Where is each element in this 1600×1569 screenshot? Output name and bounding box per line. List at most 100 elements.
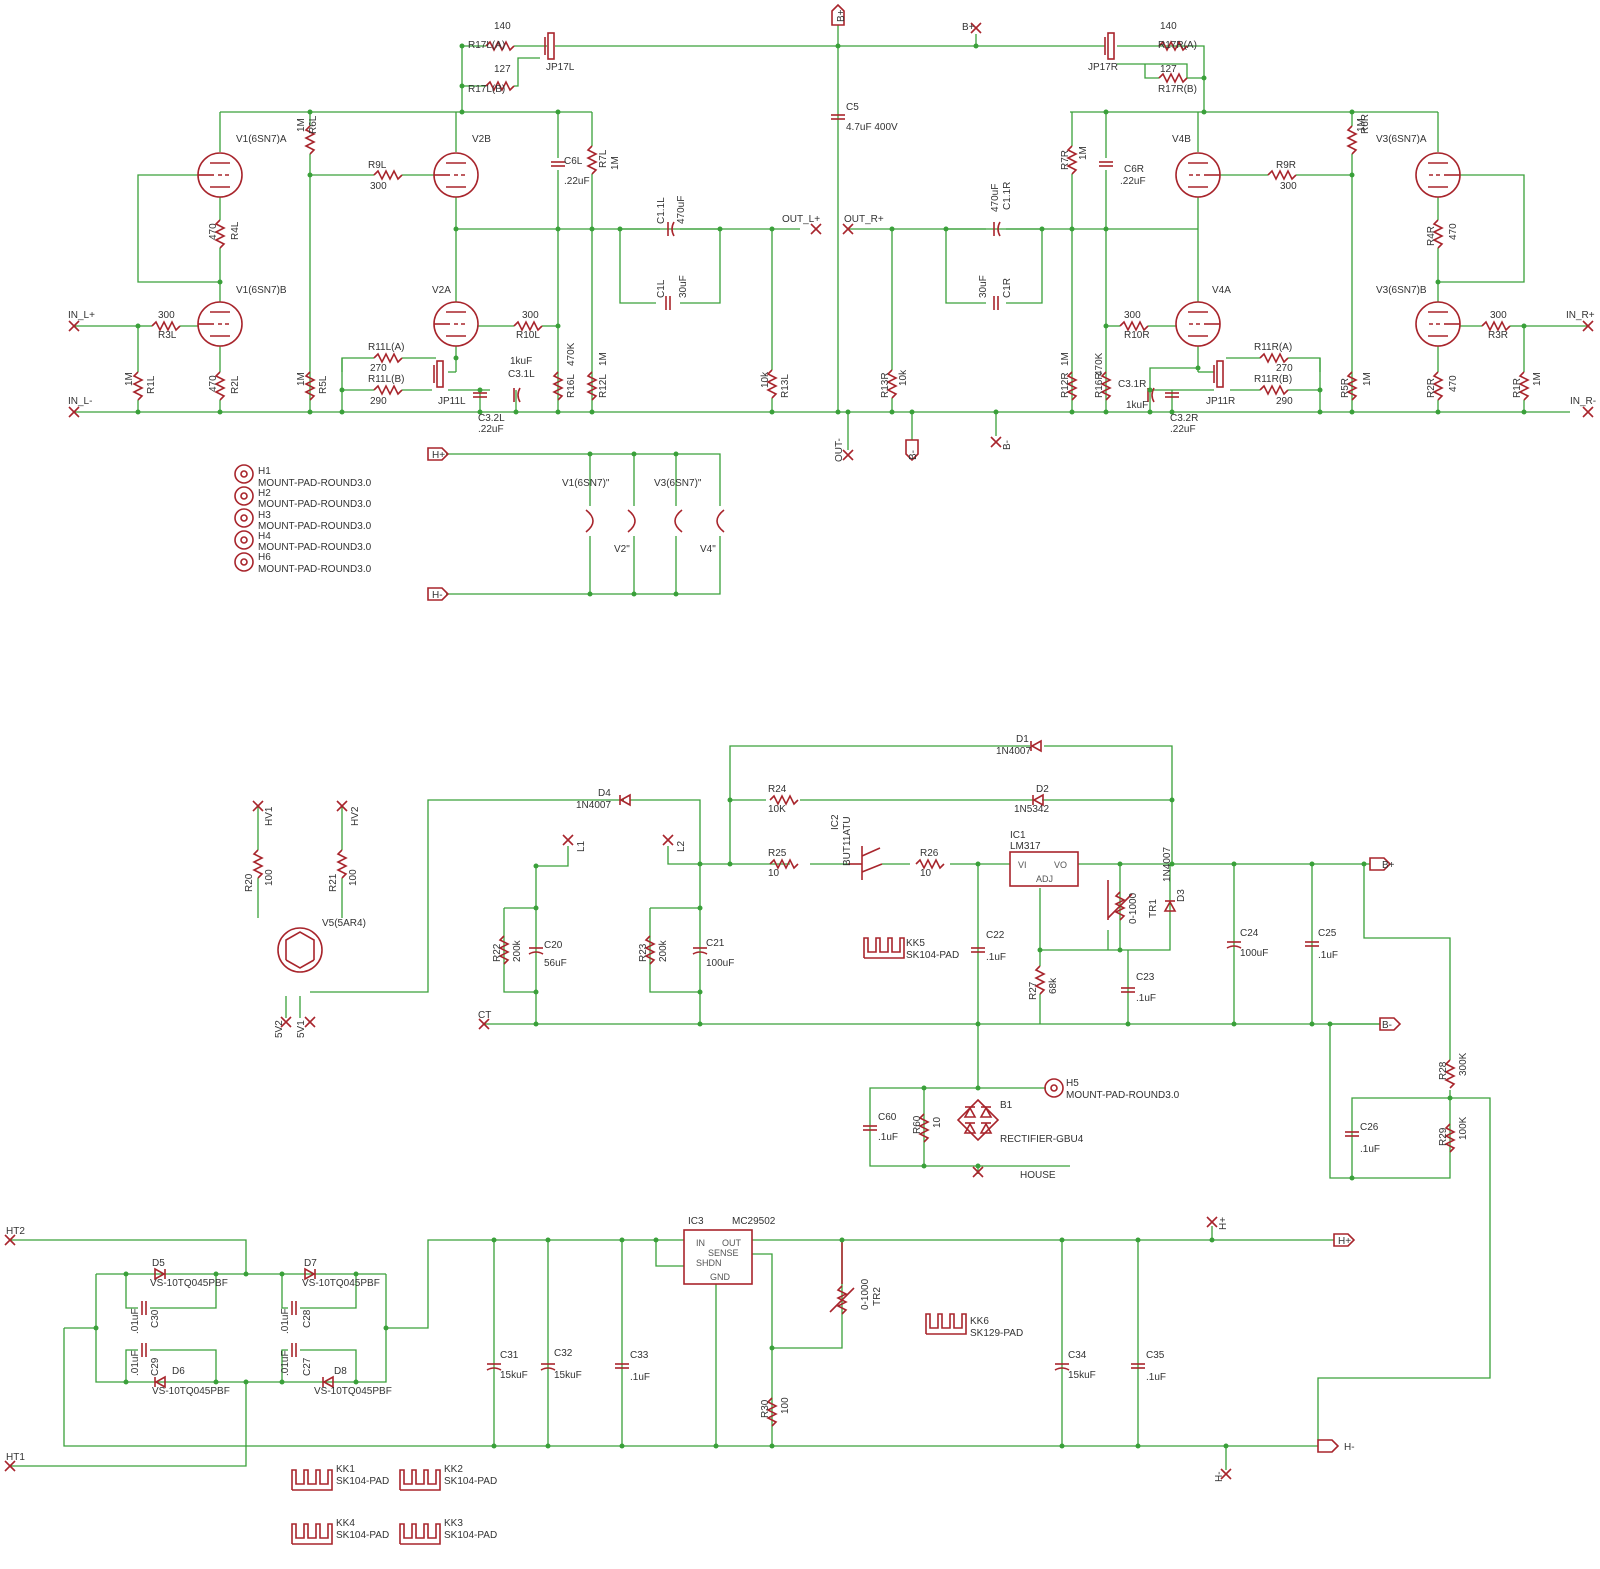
value-kk3: SK104-PAD [444, 1530, 497, 1541]
label-jp11r: JP11R [1206, 396, 1235, 407]
value-c27: .01uF [280, 1350, 291, 1376]
value-r17rb: 127 [1160, 64, 1177, 75]
value-c23: .1uF [1136, 993, 1156, 1004]
value-kk5: SK104-PAD [906, 950, 959, 961]
value-c34: 15kuF [1068, 1370, 1096, 1381]
port-in-rp: IN_R+ [1566, 310, 1595, 321]
value-c21: 100uF [706, 958, 734, 969]
label-r12l: R12L [598, 374, 609, 398]
label-h2: H2 [258, 488, 271, 499]
value-r2l: 470 [208, 375, 219, 392]
value-r17lb: 127 [494, 64, 511, 75]
pin-in: IN [696, 1238, 705, 1248]
label-v4b: V4B [1172, 134, 1191, 145]
value-c29: .01uF [130, 1350, 141, 1376]
label-c32l: C3.2L [478, 413, 505, 424]
value-c6l: .22uF [564, 176, 590, 187]
label-r25: R25 [768, 848, 787, 859]
label-r16l: R16L [566, 374, 577, 398]
label-heater-v4: V4" [700, 544, 716, 555]
pin-gnd: GND [710, 1272, 731, 1282]
label-d6: D6 [172, 1366, 185, 1377]
value-r6r: 1M [1356, 118, 1367, 132]
label-r20: R20 [244, 873, 255, 892]
value-r13l: 10k [760, 371, 771, 388]
value-c5: 4.7uF 400V [846, 122, 898, 133]
value-tr2: 0-1000 [860, 1278, 871, 1310]
label-r17la: R17L(A) [468, 40, 505, 51]
value-c31r: 1kuF [1126, 400, 1148, 411]
label-ic1: IC1 [1010, 830, 1026, 841]
value-c11l: 470uF [676, 196, 687, 224]
label-h6: H6 [258, 552, 271, 563]
label-r1r: R1R [1512, 378, 1523, 398]
pin-vi: VI [1018, 860, 1027, 870]
label-r11ra: R11R(A) [1254, 342, 1292, 353]
value-c35: .1uF [1146, 1372, 1166, 1383]
label-r29: R29 [1438, 1127, 1449, 1146]
label-kk1: KK1 [336, 1464, 355, 1475]
label-c26: C26 [1360, 1122, 1379, 1133]
psu-junctions [533, 797, 1453, 1181]
value-r5r: 1M [1362, 372, 1373, 386]
value-d4: 1N4007 [576, 800, 611, 811]
value-ic1: LM317 [1010, 841, 1041, 852]
label-c27: C27 [302, 1357, 313, 1376]
port-hplus-ht: H+ [1338, 1236, 1351, 1247]
value-r24: 10K [768, 804, 786, 815]
value-r10r: 300 [1124, 310, 1141, 321]
value-r2r: 470 [1448, 375, 1459, 392]
heater-parts [4, 1216, 1355, 1545]
value-c31l: 1kuF [510, 356, 532, 367]
label-5v1: 5V1 [296, 1020, 307, 1038]
value-r5l: 1M [296, 372, 307, 386]
label-c22: C22 [986, 930, 1005, 941]
label-jp11l: JP11L [438, 396, 466, 407]
value-r11ra: 270 [1276, 363, 1293, 374]
label-r2r: R2R [1426, 378, 1437, 398]
label-r17ra: R17R(A) [1158, 40, 1197, 51]
label-r6l: R6L [308, 115, 319, 134]
value-d2: 1N5342 [1014, 804, 1049, 815]
value-c60: .1uF [878, 1132, 898, 1143]
port-l1: L1 [576, 840, 587, 852]
port-l2: L2 [676, 840, 687, 852]
label-v2a: V2A [432, 285, 451, 296]
label-r60: R60 [912, 1115, 923, 1134]
value-r17ra: 140 [1160, 21, 1177, 32]
label-r27: R27 [1028, 981, 1039, 1000]
value-r23: 200k [658, 939, 669, 962]
value-r7l: 1M [610, 156, 621, 170]
port-hplus2: H+ [1218, 1217, 1229, 1230]
value-kk1: SK104-PAD [336, 1476, 389, 1487]
value-r1r: 1M [1532, 372, 1543, 386]
label-kk6: KK6 [970, 1316, 989, 1327]
label-c31: C31 [500, 1350, 519, 1361]
port-in-rm: IN_R- [1570, 396, 1596, 407]
label-jp17l: JP17L [546, 62, 575, 73]
pkg-h1: MOUNT-PAD-ROUND3.0 [258, 478, 372, 489]
pkg-h6: MOUNT-PAD-ROUND3.0 [258, 564, 372, 575]
value-c1l: 30uF [678, 275, 689, 298]
port-bplus2: B+ [962, 22, 975, 33]
value-c11r: 470uF [990, 184, 1001, 212]
label-c28: C28 [302, 1309, 313, 1328]
value-r29: 100K [1458, 1116, 1469, 1140]
top-labels: V1(6SN7)A V1(6SN7)B V2B V2A V3(6SN7)A V3… [68, 9, 1596, 601]
label-r11rb: R11R(B) [1254, 374, 1292, 385]
label-c24: C24 [1240, 928, 1259, 939]
value-r7r: 1M [1078, 146, 1089, 160]
label-r24: R24 [768, 784, 787, 795]
label-v3a: V3(6SN7)A [1376, 134, 1427, 145]
label-r30: R30 [760, 1399, 771, 1418]
label-d8: D8 [334, 1366, 347, 1377]
label-kk3: KK3 [444, 1518, 463, 1529]
label-tr2: TR2 [872, 1287, 883, 1306]
heater-wires [10, 1226, 1334, 1470]
label-v1b: V1(6SN7)B [236, 285, 287, 296]
value-kk4: SK104-PAD [336, 1530, 389, 1541]
label-r17lb: R17L(B) [468, 84, 505, 95]
port-hv1: HV1 [264, 806, 275, 826]
value-ic3: MC29502 [732, 1216, 776, 1227]
